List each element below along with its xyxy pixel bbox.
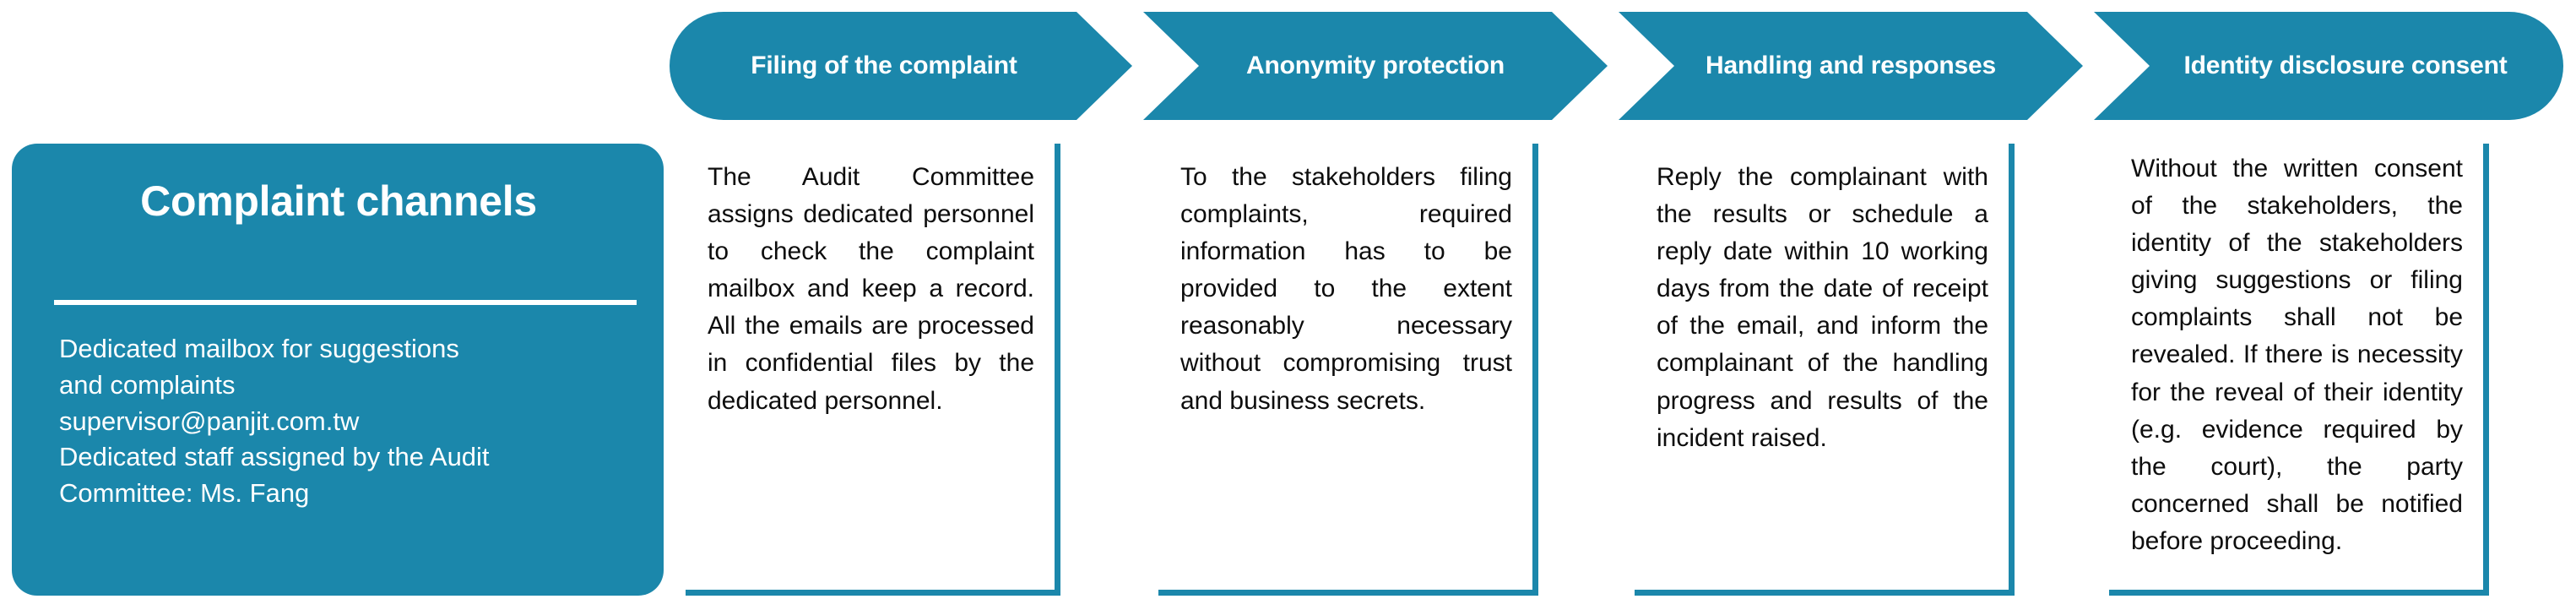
step-header-filing: Filing of the complaint [670,12,1132,120]
step-body-filing: The Audit Committee assigns dedicated pe… [686,144,1060,596]
step-header-label: Identity disclosure consent [2183,52,2508,79]
step-body-text: Reply the complainant with the results o… [1657,163,1988,452]
step-body-text: Without the written consent of the stake… [2131,155,2463,555]
step-header-handling: Handling and responses [1619,12,2083,120]
complaint-channels-panel: Complaint channels Dedicated mailbox for… [12,144,664,596]
step-body-handling: Reply the complainant with the results o… [1635,144,2015,596]
panel-body-line: and complaints [59,369,236,400]
panel-body-line: Dedicated mailbox for suggestions [59,334,459,363]
step-body-text: To the stakeholders filing complaints, r… [1180,163,1512,415]
step-body-identity-disclosure: Without the written consent of the stake… [2109,144,2489,596]
panel-divider [54,300,637,305]
panel-body-line: Dedicated staff assigned by the Audit [59,442,490,472]
panel-body: Dedicated mailbox for suggestions and co… [59,331,632,512]
panel-contact-person: Committee: Ms. Fang [59,478,310,509]
step-header-label: Anonymity protection [1245,52,1505,79]
step-header-identity-disclosure: Identity disclosure consent [2094,12,2563,120]
panel-contact-email: supervisor@panjit.com.tw [59,406,360,436]
step-header-label: Filing of the complaint [751,52,1017,79]
panel-title: Complaint channels [140,177,537,225]
step-header-anonymity: Anonymity protection [1143,12,1608,120]
step-body-anonymity: To the stakeholders filing complaints, r… [1158,144,1538,596]
step-header-label: Handling and responses [1706,52,1996,79]
step-body-text: The Audit Committee assigns dedicated pe… [708,163,1034,415]
